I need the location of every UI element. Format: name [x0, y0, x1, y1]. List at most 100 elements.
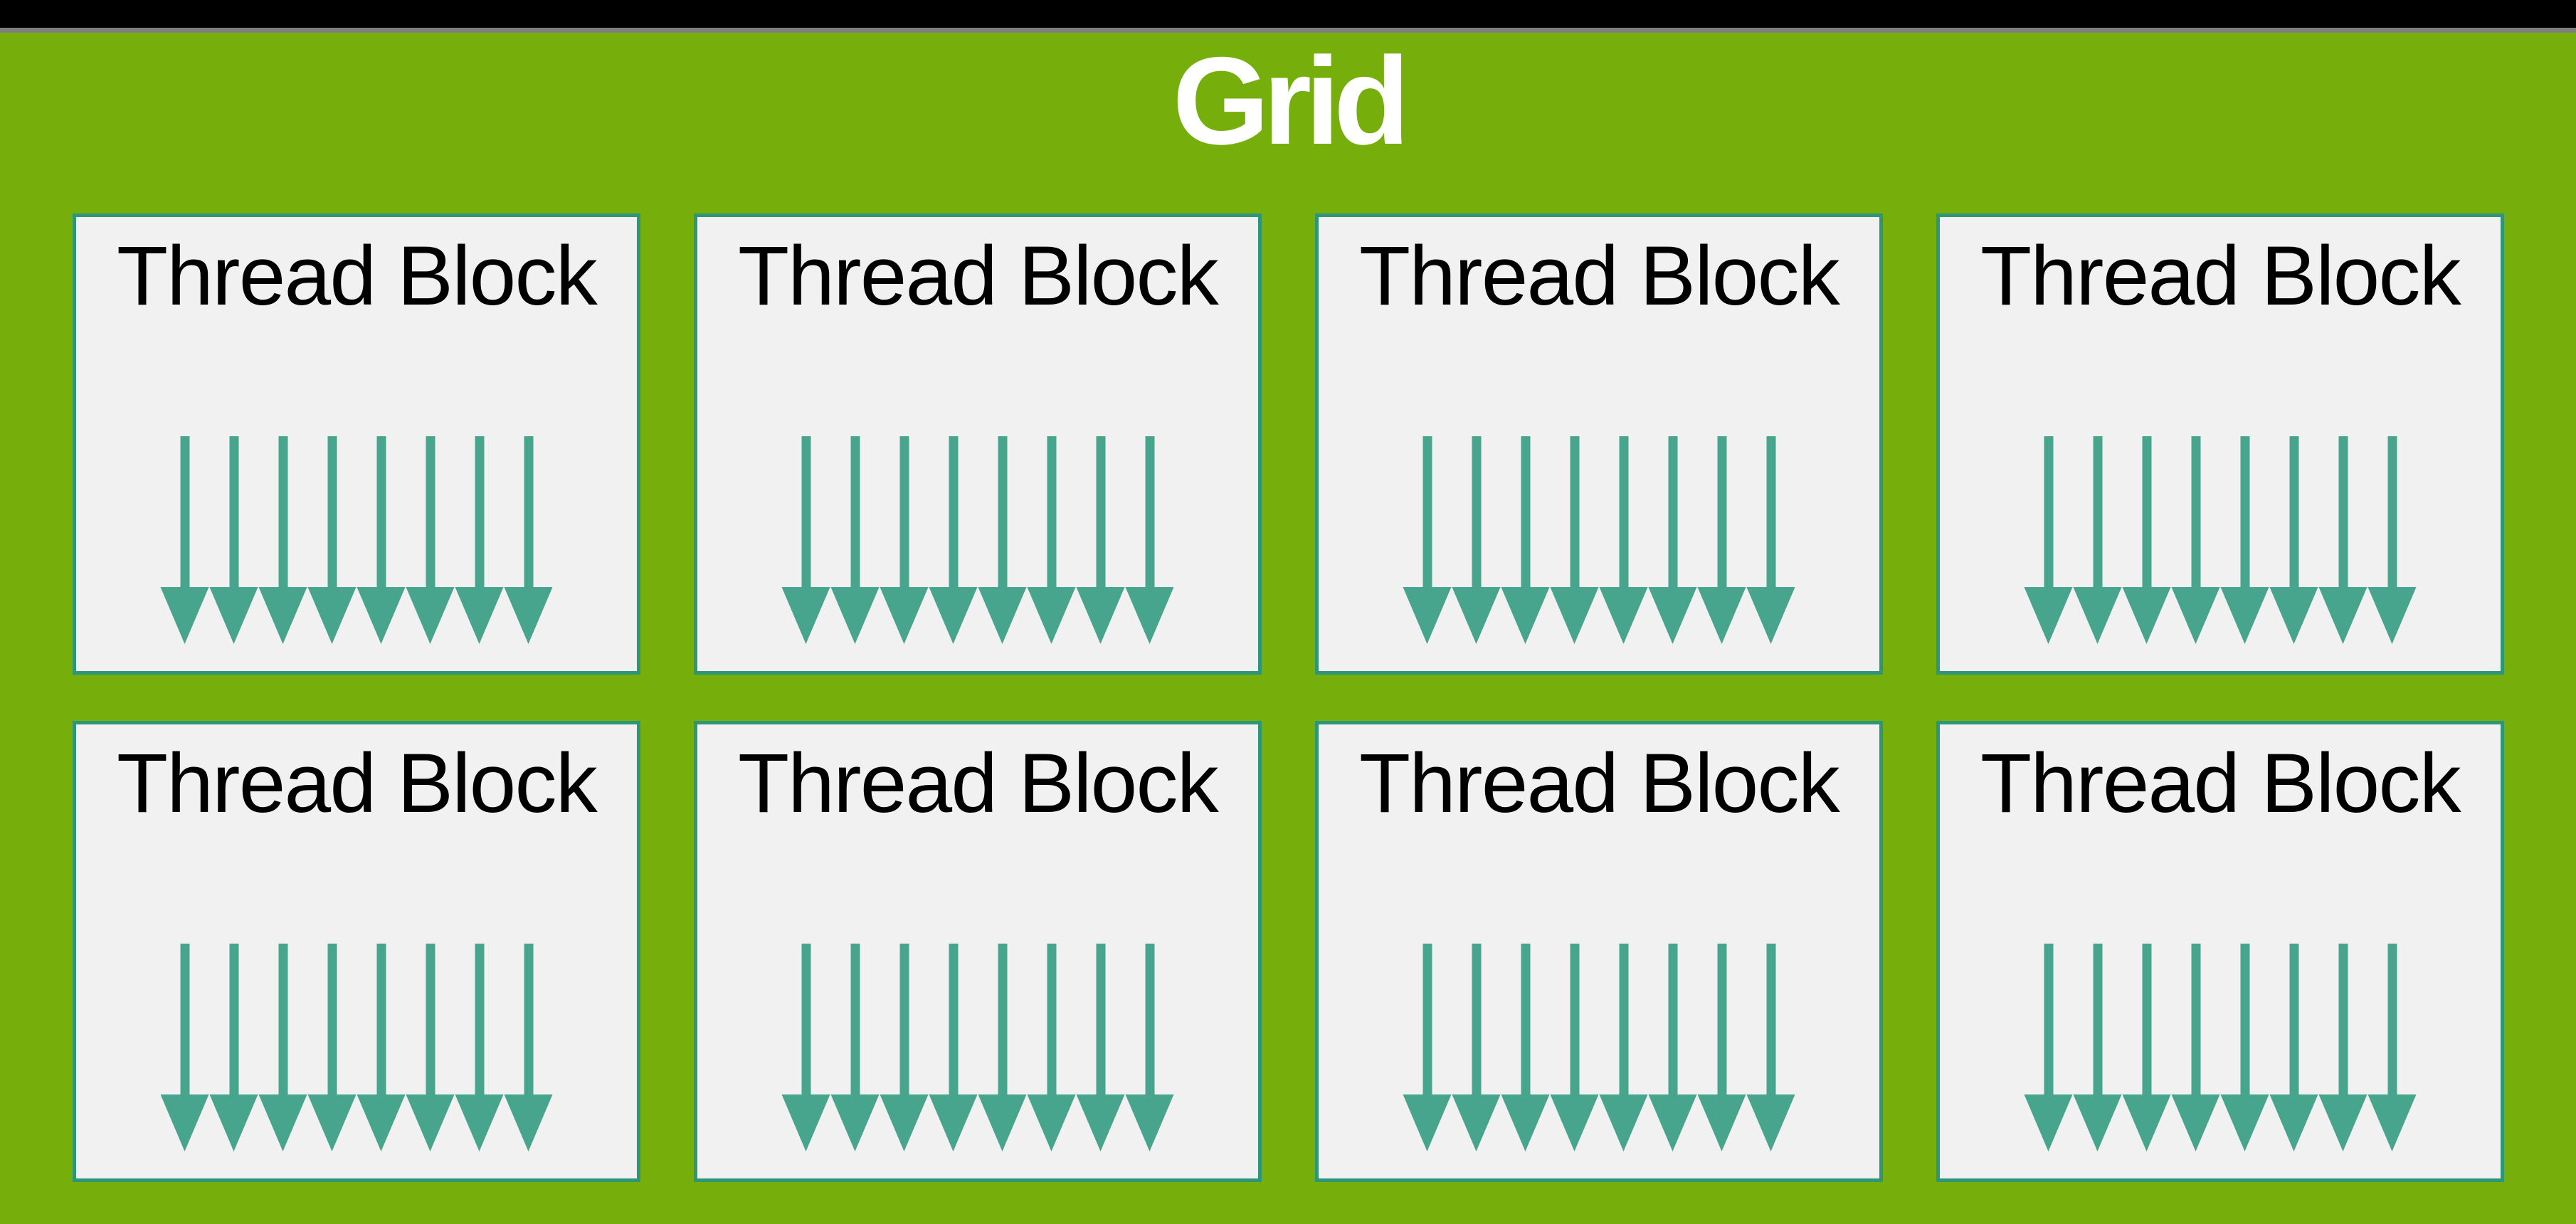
- arrow-stem: [475, 436, 484, 587]
- arrow-head: [2171, 587, 2220, 644]
- arrow-head: [1648, 587, 1697, 644]
- arrow-head: [2368, 587, 2417, 644]
- thread-block: Thread Block: [1936, 721, 2504, 1182]
- arrow-stem: [1619, 436, 1628, 587]
- arrow-head: [1648, 1094, 1697, 1151]
- thread-arrow-icon: [2024, 436, 2073, 644]
- thread-arrow-icon: [1746, 436, 1795, 644]
- arrow-stem: [1472, 436, 1481, 587]
- thread-block: Thread Block: [73, 213, 640, 675]
- thread-arrow-icon: [1697, 944, 1746, 1151]
- thread-arrow-icon: [880, 436, 929, 644]
- thread-arrow-icon: [2073, 436, 2122, 644]
- thread-arrows-group: [781, 944, 1174, 1151]
- thread-arrow-icon: [2073, 944, 2122, 1151]
- arrow-head: [1746, 1094, 1795, 1151]
- arrow-stem: [1766, 436, 1775, 587]
- thread-arrow-icon: [880, 944, 929, 1151]
- thread-arrow-icon: [2122, 944, 2171, 1151]
- arrow-head: [209, 587, 258, 644]
- thread-arrow-icon: [978, 944, 1027, 1151]
- arrow-head: [1501, 587, 1550, 644]
- arrow-head: [2368, 1094, 2417, 1151]
- arrow-stem: [1422, 944, 1432, 1094]
- thread-arrow-icon: [1403, 944, 1452, 1151]
- thread-arrow-icon: [1125, 944, 1174, 1151]
- arrow-stem: [2191, 944, 2200, 1094]
- arrow-stem: [2191, 436, 2200, 587]
- thread-block-label: Thread Block: [1359, 229, 1840, 323]
- arrow-stem: [426, 944, 435, 1094]
- arrow-head: [1027, 1094, 1076, 1151]
- arrow-stem: [1717, 944, 1726, 1094]
- arrow-stem: [1766, 944, 1775, 1094]
- thread-arrow-icon: [978, 436, 1027, 644]
- thread-arrow-icon: [830, 436, 880, 644]
- thread-arrow-icon: [1501, 436, 1550, 644]
- arrow-stem: [2240, 436, 2249, 587]
- thread-block: Thread Block: [1936, 213, 2504, 675]
- arrow-stem: [899, 944, 909, 1094]
- arrow-head: [2318, 587, 2368, 644]
- thread-arrow-icon: [2269, 944, 2318, 1151]
- thread-arrow-icon: [307, 944, 357, 1151]
- thread-arrow-icon: [357, 944, 406, 1151]
- arrow-stem: [180, 944, 189, 1094]
- arrow-stem: [2044, 436, 2053, 587]
- arrow-stem: [1096, 436, 1105, 587]
- arrow-stem: [801, 944, 811, 1094]
- arrow-stem: [949, 944, 958, 1094]
- arrow-stem: [2387, 436, 2397, 587]
- thread-block: Thread Block: [1315, 213, 1883, 675]
- thread-arrow-icon: [406, 944, 455, 1151]
- arrow-stem: [1472, 944, 1481, 1094]
- thread-arrow-icon: [830, 944, 880, 1151]
- arrow-head: [978, 1094, 1027, 1151]
- arrow-head: [357, 587, 406, 644]
- arrow-head: [2269, 1094, 2318, 1151]
- thread-arrow-icon: [1452, 436, 1501, 644]
- thread-arrow-icon: [2171, 436, 2220, 644]
- arrow-stem: [1521, 944, 1530, 1094]
- thread-block-label: Thread Block: [117, 229, 598, 323]
- arrow-stem: [524, 436, 533, 587]
- arrow-stem: [1096, 944, 1105, 1094]
- arrow-stem: [278, 944, 287, 1094]
- thread-arrow-icon: [2171, 944, 2220, 1151]
- arrow-head: [2073, 587, 2122, 644]
- thread-arrow-icon: [1125, 436, 1174, 644]
- thread-arrow-icon: [2318, 944, 2368, 1151]
- thread-arrows-group: [160, 944, 553, 1151]
- thread-arrow-icon: [2220, 436, 2269, 644]
- arrow-head: [2318, 1094, 2368, 1151]
- arrow-stem: [1570, 944, 1579, 1094]
- arrow-head: [2220, 587, 2269, 644]
- arrow-stem: [949, 436, 958, 587]
- thread-arrow-icon: [1403, 436, 1452, 644]
- arrow-head: [1403, 587, 1452, 644]
- arrow-stem: [2093, 944, 2102, 1094]
- arrow-head: [258, 1094, 307, 1151]
- arrow-head: [1599, 1094, 1648, 1151]
- thread-arrows-group: [1403, 436, 1795, 644]
- thread-arrow-icon: [781, 436, 830, 644]
- thread-block: Thread Block: [73, 721, 640, 1182]
- thread-arrow-icon: [160, 436, 209, 644]
- thread-arrow-icon: [1452, 944, 1501, 1151]
- arrow-stem: [998, 436, 1007, 587]
- grid-title: Grid: [1172, 32, 1410, 171]
- arrow-stem: [327, 436, 337, 587]
- arrow-stem: [2387, 944, 2397, 1094]
- arrow-head: [307, 587, 357, 644]
- arrow-head: [504, 587, 553, 644]
- arrow-stem: [180, 436, 189, 587]
- thread-arrow-icon: [209, 436, 258, 644]
- thread-arrow-icon: [1599, 944, 1648, 1151]
- arrow-stem: [524, 944, 533, 1094]
- arrow-stem: [2338, 436, 2348, 587]
- arrow-stem: [899, 436, 909, 587]
- arrow-head: [2024, 1094, 2073, 1151]
- arrow-head: [357, 1094, 406, 1151]
- thread-arrow-icon: [2368, 436, 2417, 644]
- arrow-head: [2269, 587, 2318, 644]
